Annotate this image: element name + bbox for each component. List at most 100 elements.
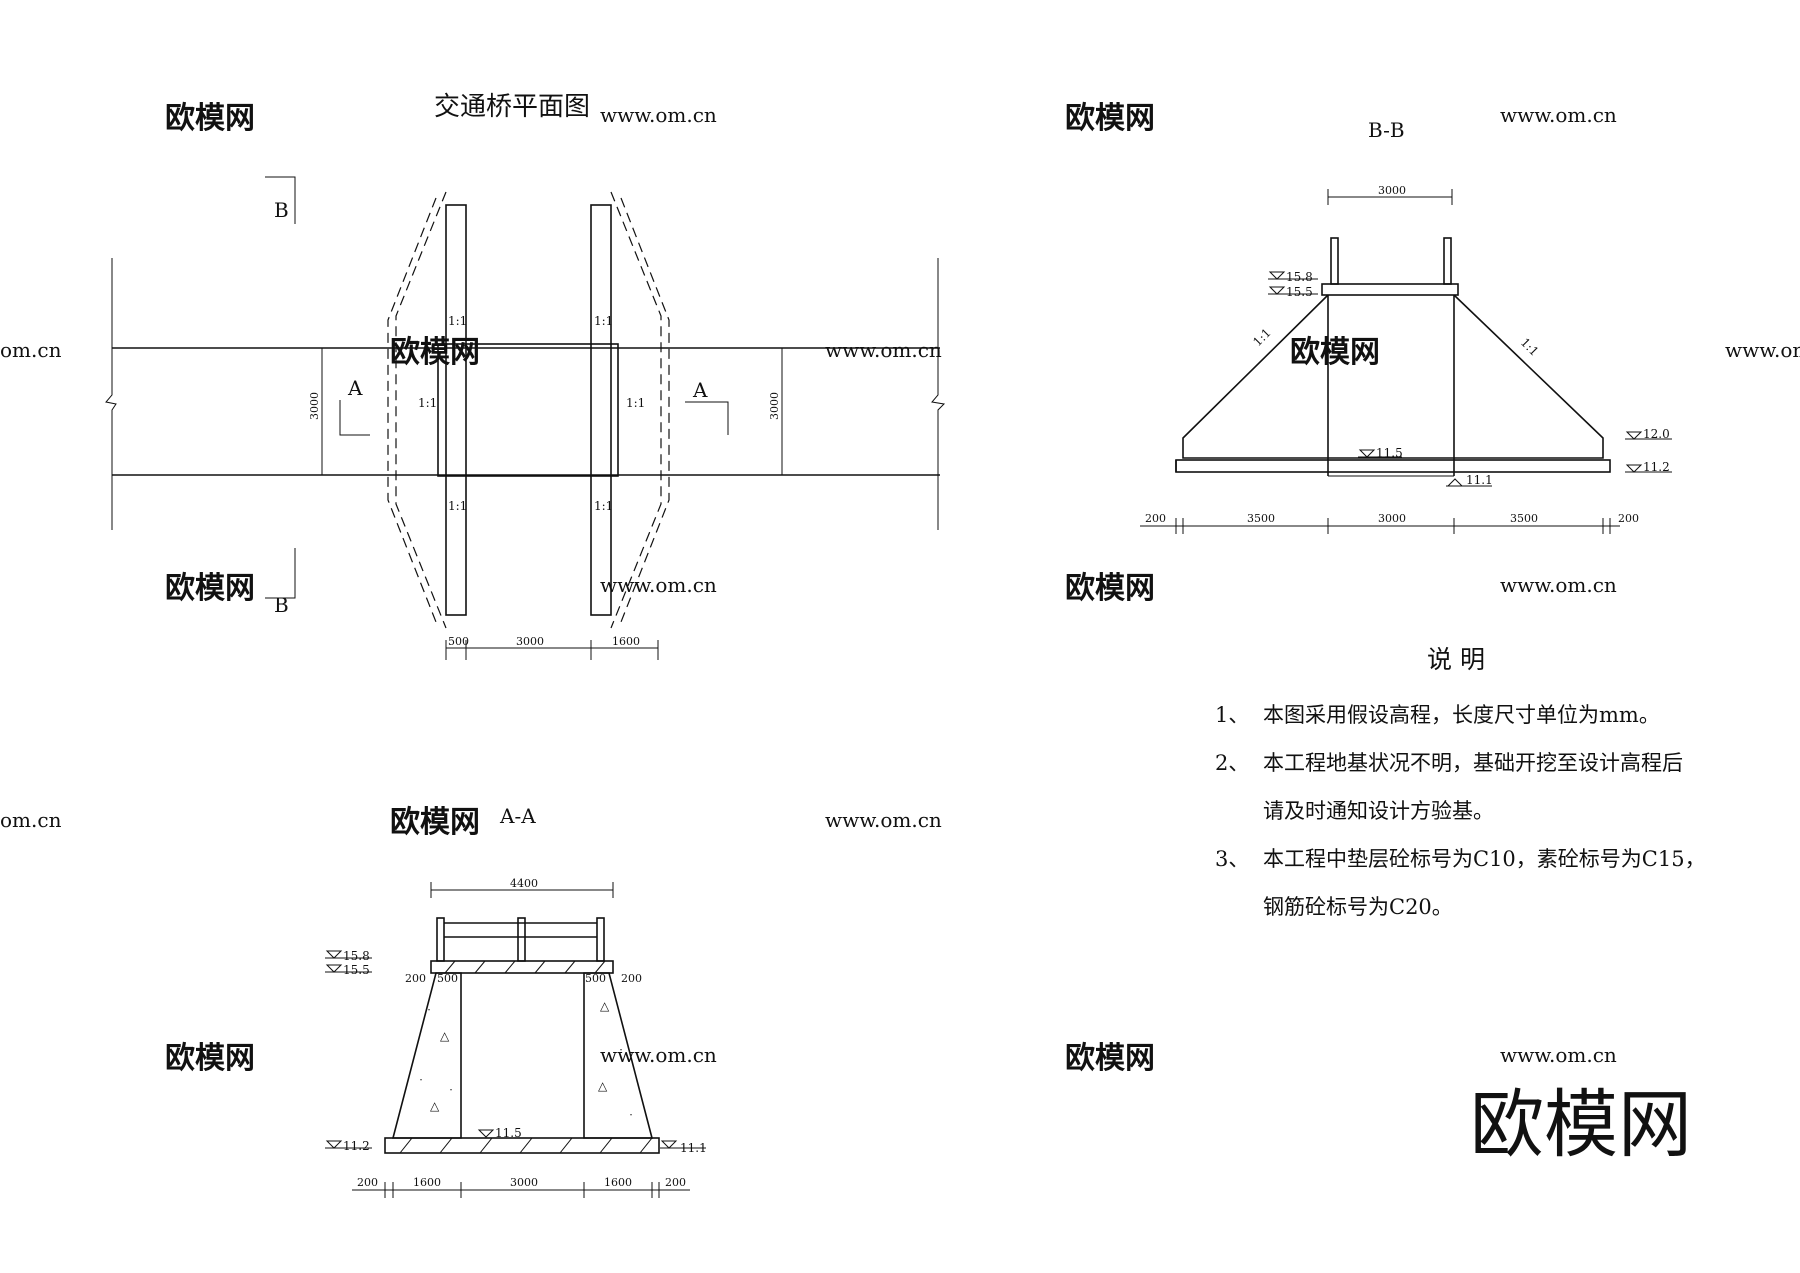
watermark-logo: 欧模网 [1065,1041,1155,1076]
elevation-label: 11.2 [1643,460,1670,474]
elevation-symbol [325,950,343,959]
railing-post [1443,237,1452,285]
plan-view: 交通桥平面图 B B 3000 3000 A A 1:1 1:1 [105,92,946,660]
watermark-url: www.om.cn [1500,103,1617,127]
watermark-logo: 欧模网 [1290,335,1380,370]
slope-mark: 1:1 [448,499,467,513]
section-a-label-left: A [347,376,363,400]
svg-text:﹒: ﹒ [625,1104,637,1118]
elevation-label: 15.8 [1286,270,1313,284]
watermark-url: www.om.cn [1500,573,1617,597]
bottom-dim-label: 200 [357,1176,378,1189]
elevation-symbol [1446,478,1464,487]
plan-dim-label: 1600 [612,635,640,648]
bottom-dim-label: 3000 [510,1176,538,1189]
deck-slab [430,960,614,974]
elevation-symbol [325,1140,343,1149]
railing-post [1330,237,1339,285]
side-dim-label: 500 [585,972,606,985]
slope-mark: 1:1 [626,396,645,410]
watermark-logo: 欧模网 [165,101,255,136]
slope-mark: 1:1 [448,314,467,328]
watermark-url: www.om.cn [825,338,942,362]
note-number: 2、 [1215,751,1249,775]
break-line-right [931,258,946,530]
plan-title: 交通桥平面图 [434,92,590,122]
elevation-label: 11.5 [1376,446,1403,460]
elevation-label: 12.0 [1643,427,1670,441]
notes-heading: 说 明 [1427,645,1485,674]
svg-text:﹒: ﹒ [615,1039,627,1053]
slope-label-right: 1:1 [1518,335,1542,359]
section-a-label-right: A [692,378,708,402]
brand-logo: 欧模网 [1470,1082,1692,1168]
section-b-marker-top [265,176,296,224]
abutment-left [445,204,467,616]
section-b-marker-bottom [265,548,296,599]
watermark-layer: 欧模网 欧模网 欧模网 欧模网 欧模网 欧模网 欧模网 欧模网 欧模网 www.… [0,101,1800,1076]
embankment-outline [1182,294,1604,459]
slope-outline-left-outer [395,191,447,629]
watermark-url: om.cn [0,808,62,832]
watermark-logo: 欧模网 [165,571,255,606]
watermark-logo: 欧模网 [390,805,480,840]
note-text: 钢筋砼标号为C20。 [1263,895,1453,919]
slope-outline-right-outer [610,191,662,629]
elevation-label: 15.5 [343,963,370,977]
bottom-dim-label: 3000 [1378,512,1406,525]
note-number: 1、 [1215,703,1249,727]
railing-post [596,917,605,962]
base-slab [1175,459,1611,473]
slope-mark: 1:1 [594,314,613,328]
section-bb-view: B-B 3000 1:1 1:1 15.8 15.5 12.0 11.2 11.… [1140,118,1672,534]
elevation-symbol [660,1140,678,1149]
svg-text:△: △ [440,1029,450,1043]
base-slab [384,1137,660,1154]
note-text: 本工程中垫层砼标号为C10，素砼标号为C15， [1263,847,1706,871]
elevation-label: 15.8 [343,949,370,963]
plan-dim-label: 500 [448,635,469,648]
slope-label-left: 1:1 [1250,326,1274,350]
top-width-dim-label: 4400 [510,877,538,890]
svg-text:△: △ [600,999,610,1013]
deck-slab [1321,283,1459,296]
bottom-dim-label: 1600 [413,1176,441,1189]
slope-mark: 1:1 [594,499,613,513]
watermark-url: www.om.cn [825,808,942,832]
bottom-dim-label: 3500 [1510,512,1538,525]
bridge-deck [437,343,619,477]
elevation-symbol [1268,286,1286,295]
svg-text:﹒: ﹒ [445,1079,457,1093]
watermark-logo: 欧模网 [390,335,480,370]
watermark-url: www.om.cn [600,103,717,127]
abutment-left [391,972,462,1139]
section-aa-title: A-A [499,804,536,828]
abutment-right [590,204,612,616]
side-dim-label: 500 [437,972,458,985]
note-text: 本工程地基状况不明，基础开挖至设计高程后 [1263,751,1683,775]
elevation-symbol [1358,449,1376,458]
base-hatch [399,1137,653,1154]
elevation-label: 15.5 [1286,285,1313,299]
railing-post [436,917,445,962]
watermark-url: www.om.cn [600,573,717,597]
deck-hatch [444,960,606,974]
watermark-logo: 欧模网 [1065,571,1155,606]
elevation-symbol [1268,271,1286,280]
bottom-dim-label: 200 [1618,512,1639,525]
watermark-logo: 欧模网 [1065,101,1155,136]
watermark-url: www.om.cn [1725,338,1800,362]
notes-block: 说 明 1、 本图采用假设高程，长度尺寸单位为mm。 2、 本工程地基状况不明，… [1215,645,1706,919]
svg-text:﹒: ﹒ [423,999,435,1013]
watermark-url: www.om.cn [1500,1043,1617,1067]
bottom-dim-label: 200 [665,1176,686,1189]
note-number: 3、 [1215,847,1249,871]
watermark-url: www.om.cn [600,1043,717,1067]
railing-post [517,917,526,962]
bottom-dim-label: 200 [1145,512,1166,525]
top-width-dim-label: 3000 [1378,184,1406,197]
section-a-marker-right [685,401,729,435]
elevation-label: 11.2 [343,1139,370,1153]
watermark-logo: 欧模网 [165,1041,255,1076]
